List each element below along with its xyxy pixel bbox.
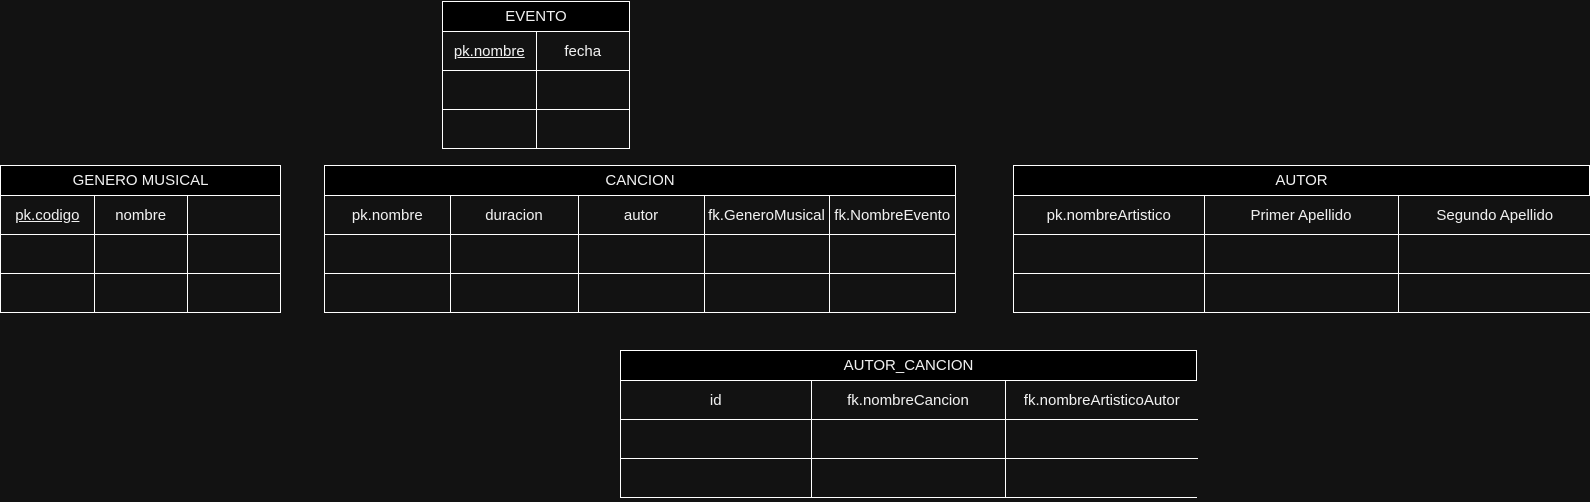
empty-cell[interactable] — [621, 458, 812, 497]
empty-row — [443, 70, 629, 110]
empty-cell[interactable] — [811, 419, 1006, 459]
empty-row — [325, 273, 955, 312]
empty-row — [443, 109, 629, 148]
empty-cell[interactable] — [1014, 273, 1205, 312]
header-row: pk.nombre fecha — [443, 32, 629, 71]
column-cell[interactable]: pk.nombre — [325, 196, 451, 235]
empty-cell[interactable] — [829, 234, 955, 274]
empty-cell[interactable] — [1005, 419, 1198, 459]
empty-cell[interactable] — [1, 234, 95, 274]
empty-cell[interactable] — [536, 109, 629, 148]
empty-row — [1014, 273, 1590, 312]
entity-title: AUTOR_CANCION — [621, 351, 1196, 381]
empty-cell[interactable] — [450, 234, 579, 274]
column-cell[interactable]: fk.GeneroMusical — [704, 196, 830, 235]
entity-evento[interactable]: EVENTO pk.nombre fecha — [442, 1, 630, 149]
empty-cell[interactable] — [187, 273, 280, 312]
header-row: pk.nombreArtistico Primer Apellido Segun… — [1014, 196, 1590, 235]
column-cell[interactable]: fk.nombreCancion — [811, 381, 1006, 420]
empty-row — [325, 234, 955, 274]
empty-cell[interactable] — [1005, 458, 1198, 497]
empty-cell[interactable] — [94, 273, 188, 312]
entity-grid: id fk.nombreCancion fk.nombreArtisticoAu… — [621, 381, 1198, 497]
empty-cell[interactable] — [94, 234, 188, 274]
entity-grid: pk.nombre fecha — [443, 32, 629, 148]
empty-cell[interactable] — [1398, 234, 1590, 274]
entity-grid: pk.codigo nombre — [1, 196, 280, 312]
header-row: id fk.nombreCancion fk.nombreArtisticoAu… — [621, 381, 1198, 420]
empty-cell[interactable] — [704, 273, 830, 312]
column-cell[interactable]: fk.nombreArtisticoAutor — [1005, 381, 1198, 420]
entity-title: AUTOR — [1014, 166, 1589, 196]
empty-cell[interactable] — [536, 70, 629, 110]
entity-cancion[interactable]: CANCION pk.nombre duracion autor fk.Gene… — [324, 165, 956, 313]
column-cell[interactable]: autor — [578, 196, 705, 235]
empty-cell[interactable] — [450, 273, 579, 312]
empty-row — [1014, 234, 1590, 274]
empty-cell[interactable] — [704, 234, 830, 274]
empty-cell[interactable] — [1204, 273, 1399, 312]
column-cell[interactable]: pk.nombreArtistico — [1014, 196, 1205, 235]
column-cell[interactable] — [187, 196, 280, 235]
empty-cell[interactable] — [811, 458, 1006, 497]
empty-cell[interactable] — [325, 234, 451, 274]
empty-cell[interactable] — [1, 273, 95, 312]
empty-cell[interactable] — [443, 70, 537, 110]
empty-row — [1, 234, 280, 274]
empty-row — [621, 458, 1198, 497]
column-cell[interactable]: Primer Apellido — [1204, 196, 1399, 235]
entity-title: EVENTO — [443, 2, 629, 32]
entity-autor[interactable]: AUTOR pk.nombreArtistico Primer Apellido… — [1013, 165, 1590, 313]
entity-title: GENERO MUSICAL — [1, 166, 280, 196]
header-row: pk.codigo nombre — [1, 196, 280, 235]
column-cell[interactable]: fecha — [536, 32, 629, 71]
empty-row — [1, 273, 280, 312]
column-cell[interactable]: fk.NombreEvento — [829, 196, 955, 235]
column-cell[interactable]: duracion — [450, 196, 579, 235]
entity-grid: pk.nombreArtistico Primer Apellido Segun… — [1014, 196, 1590, 312]
column-cell[interactable]: pk.nombre — [443, 32, 537, 71]
entity-title: CANCION — [325, 166, 955, 196]
empty-row — [621, 419, 1198, 459]
empty-cell[interactable] — [621, 419, 812, 459]
empty-cell[interactable] — [187, 234, 280, 274]
empty-cell[interactable] — [1204, 234, 1399, 274]
header-row: pk.nombre duracion autor fk.GeneroMusica… — [325, 196, 955, 235]
column-cell[interactable]: Segundo Apellido — [1398, 196, 1590, 235]
column-cell[interactable]: pk.codigo — [1, 196, 95, 235]
empty-cell[interactable] — [1398, 273, 1590, 312]
entity-autor-cancion[interactable]: AUTOR_CANCION id fk.nombreCancion fk.nom… — [620, 350, 1198, 498]
empty-cell[interactable] — [578, 273, 705, 312]
column-cell[interactable]: id — [621, 381, 812, 420]
entity-grid: pk.nombre duracion autor fk.GeneroMusica… — [325, 196, 955, 312]
entity-genero-musical[interactable]: GENERO MUSICAL pk.codigo nombre — [0, 165, 281, 313]
empty-cell[interactable] — [829, 273, 955, 312]
empty-cell[interactable] — [578, 234, 705, 274]
empty-cell[interactable] — [1014, 234, 1205, 274]
column-cell[interactable]: nombre — [94, 196, 188, 235]
empty-cell[interactable] — [443, 109, 537, 148]
empty-cell[interactable] — [325, 273, 451, 312]
